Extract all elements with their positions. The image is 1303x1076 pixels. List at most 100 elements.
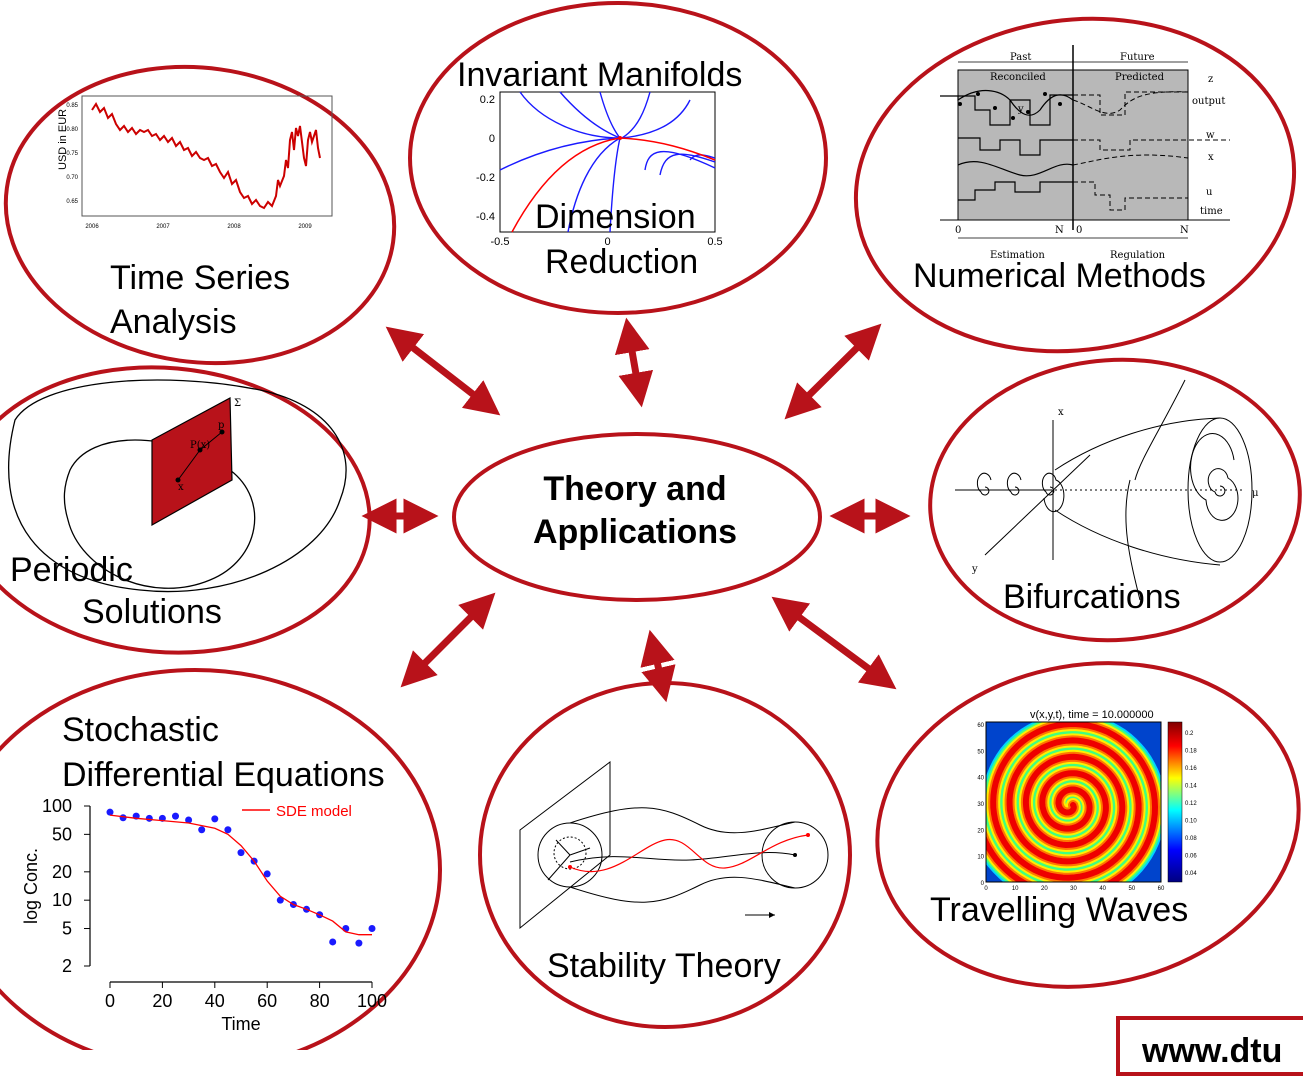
bifurcations-ellipse [928,357,1302,643]
nm-x: x [1208,152,1214,163]
im-y-tick: 0 [489,133,495,145]
invariant-manifolds-ellipse [408,1,828,315]
ts-y-tick: 0.85 [66,103,78,109]
sde-data-point [119,814,127,822]
sde-y-tick-label: 100 [42,796,72,816]
bifurcation-plot: x y μ [955,379,1259,601]
arrow-time-series [385,326,501,416]
time-series-label-2: Analysis [110,303,237,341]
numerical-methods-plot: Past Future Reconciled Predicted z outpu… [940,45,1230,261]
sde-x-tick-label: 0 [105,991,115,1011]
ts-y-tick: 0.65 [66,199,78,205]
dimension-reduction-label-2: Reduction [545,243,699,281]
wave-colorbar-tick: 0.06 [1185,854,1197,860]
invariant-manifolds-title: Invariant Manifolds [457,56,743,94]
ts-x-tick: 2006 [85,224,99,230]
ts-y-label: USD in EUR [57,109,69,170]
sde-y-tick-label: 20 [52,862,72,882]
center-title: Theory and Applications [470,468,800,554]
arrow-numerical-methods [784,323,882,420]
sde-data-point [172,812,179,820]
url-box[interactable]: www.dtu [1116,1016,1303,1076]
nm-u: u [1206,187,1213,198]
nm-z: z [1208,74,1213,85]
wave-x-tick: 40 [1099,886,1106,892]
nm-time: time [1200,206,1223,217]
wave-spiral-band [986,722,1159,882]
periodic-solutions-plot: Σ p P(x) x [7,379,347,593]
sde-x-tick-label: 80 [310,991,330,1011]
nm-regulation: Regulation [1110,250,1166,261]
wave-colorbar-tick: 0.14 [1185,784,1197,790]
wave-y-tick: 20 [977,828,984,834]
sde-data-point [237,849,245,857]
travelling-waves-plot: v(x,y,t), time = 10.000000 6050403020100… [977,709,1197,892]
wave-x-tick: 30 [1070,886,1077,892]
wave-colorbar-tick: 0.18 [1185,749,1197,755]
sde-data-point [198,826,206,834]
ts-series-line [91,102,321,210]
wave-x-tick: 20 [1041,886,1048,892]
travelling-waves-ellipse [875,661,1301,989]
sde-y-tick-label: 2 [62,956,72,976]
wave-y-tick: 50 [977,749,984,755]
arrow-stability-theory [640,629,676,703]
time-series-ellipse [3,64,397,366]
sde-label-2: Differential Equations [62,756,385,794]
ts-y-tick: 0.80 [66,127,78,133]
wave-x-tick: 60 [1158,886,1165,892]
sde-x-tick-label: 20 [152,991,172,1011]
nm-w: w [1206,130,1215,141]
wave-colorbar-tick: 0.2 [1185,731,1194,737]
sde-data-point [355,939,363,947]
nm-future: Future [1120,52,1155,63]
bif-y-axis: y [971,564,978,575]
wave-colorbar-tick: 0.10 [1185,819,1197,825]
sde-x-tick-label: 40 [205,991,225,1011]
im-x-tick: -0.5 [491,236,510,248]
center-line-1: Theory and [543,470,727,508]
center-line-2: Applications [532,513,738,551]
nm-n-left: N [1055,225,1064,236]
im-x-tick: 0.5 [707,236,722,248]
sde-x-tick-label: 100 [357,991,387,1011]
sde-ellipse [0,668,442,1050]
wave-y-tick: 40 [977,776,984,782]
bif-mu-axis: μ [1252,488,1259,499]
dimension-reduction-label-1: Dimension [535,198,696,236]
periodic-solutions-label-1: Periodic [10,551,133,589]
sde-legend-label: SDE model [276,803,352,820]
nm-past: Past [1010,52,1031,63]
wave-colorbar-tick: 0.08 [1185,836,1197,842]
numerical-methods-ellipse [853,16,1297,354]
bifurcations-label: Bifurcations [1003,578,1181,616]
stability-theory-label: Stability Theory [547,947,781,985]
center-ellipse [452,432,822,602]
bif-x-axis: x [1058,407,1064,418]
wave-y-tick: 30 [977,802,984,808]
arrow-travelling-waves [771,596,897,690]
wave-x-tick: 10 [1012,886,1019,892]
periodic-px: P(x) [190,440,210,451]
nm-zero-right: 0 [1076,225,1082,236]
im-y-tick: -0.2 [476,172,495,184]
sde-data-point [263,870,271,878]
nm-predicted: Predicted [1115,72,1165,83]
sde-data-point [276,896,284,904]
sde-x-tick-label: 60 [257,991,277,1011]
wave-y-tick: 60 [977,723,984,729]
periodic-sigma: Σ [234,398,241,409]
wave-x-tick: 0 [984,886,988,892]
connector-arrows [361,317,911,703]
periodic-p: p [218,420,224,431]
travelling-waves-label: Travelling Waves [930,891,1189,929]
nm-y: y [1017,104,1024,115]
nm-estimation: Estimation [990,250,1045,261]
url-text[interactable]: www.dtu [1142,1032,1283,1070]
ts-y-tick: 0.75 [66,151,78,157]
sde-x-label: Time [221,1014,260,1034]
im-y-tick: -0.4 [476,211,495,223]
